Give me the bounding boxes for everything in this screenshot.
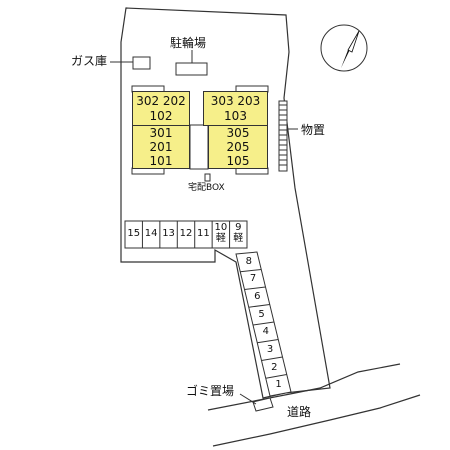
stair-hall — [189, 124, 209, 170]
garbage-label: ゴミ置場 — [186, 384, 235, 398]
unit-301-201-101: 301 201 101 — [132, 125, 190, 169]
delivery-box-label: 宅配BOX — [188, 183, 225, 193]
north-arrow-icon — [320, 24, 368, 72]
parking-slot-4: 4 — [262, 326, 269, 338]
unit-305-205-105: 305 205 105 — [208, 125, 268, 169]
parking-diagonal-divider — [257, 339, 279, 344]
parking-slot-5: 5 — [258, 308, 265, 320]
parking-diagonal-divider — [261, 356, 283, 361]
bicycle-parking — [175, 62, 208, 76]
delivery-box — [204, 173, 211, 182]
parking-row-frame — [124, 220, 248, 249]
unit-label: 303 203 103 — [210, 94, 261, 123]
gas-storage — [132, 56, 151, 70]
road-label: 道路 — [287, 405, 312, 419]
parking-slot-13: 13 — [162, 228, 175, 239]
road-edge-bottom — [212, 394, 421, 447]
garbage-leader-line — [239, 393, 257, 405]
parking-slot-10: 10 軽 — [214, 222, 228, 244]
parking-diagonal-divider — [265, 374, 287, 379]
parking-slot-11: 11 — [197, 228, 210, 239]
parking-row-dividers — [141, 221, 231, 248]
parking-slot-12: 12 — [179, 228, 193, 239]
road-edge-top — [207, 363, 401, 411]
gas-storage-label: ガス庫 — [71, 54, 108, 68]
parking-slot-1: 1 — [275, 379, 282, 391]
parking-slot-15: 15 — [127, 228, 141, 239]
parking-slot-14: 14 — [144, 228, 158, 239]
parking-slot-7: 7 — [249, 273, 257, 285]
parking-slot-6: 6 — [254, 291, 261, 303]
garbage-area — [252, 397, 274, 412]
unit-label: 302 202 102 — [136, 94, 186, 123]
storage-label: 物置 — [301, 123, 326, 137]
unit-302-202-102: 302 202 102 — [132, 91, 190, 126]
parking-diagonal-divider — [240, 269, 262, 273]
parking-diagonal-divider — [248, 304, 270, 308]
storage-shed — [278, 100, 288, 172]
bicycle-parking-label: 駐輪場 — [170, 36, 207, 50]
parking-slot-3: 3 — [266, 343, 274, 355]
unit-label: 305 205 105 — [226, 125, 250, 169]
unit-label: 301 201 101 — [149, 125, 173, 169]
parking-diagonal-divider — [252, 321, 275, 326]
parking-slot-9: 9 軽 — [233, 222, 244, 244]
parking-slot-8: 8 — [245, 255, 252, 267]
storage-hatch — [279, 104, 287, 166]
property-boundary — [120, 7, 331, 399]
parking-diagonal-divider — [244, 286, 266, 290]
unit-303-203-103: 303 203 103 — [203, 91, 268, 126]
parking-slot-2: 2 — [271, 361, 278, 373]
parking-diagonal-dividers — [240, 269, 287, 379]
